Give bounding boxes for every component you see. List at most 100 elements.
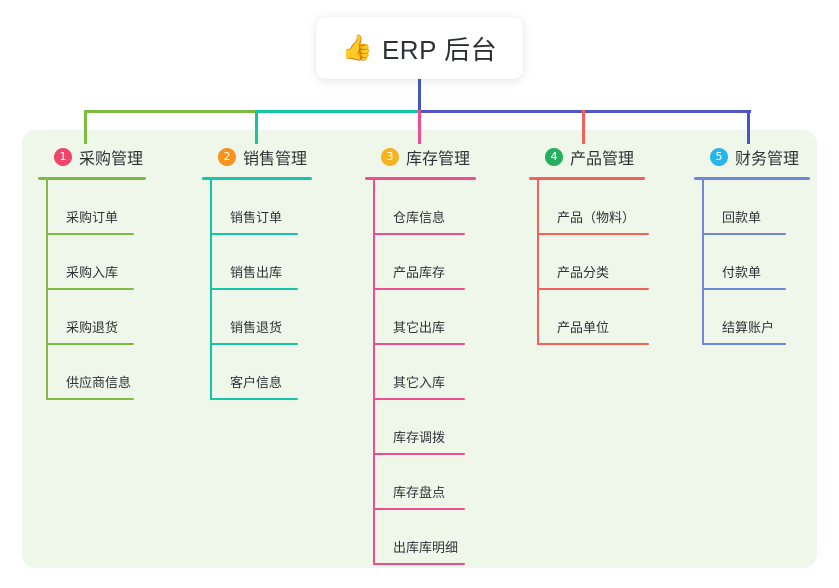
branch-spine <box>210 180 212 400</box>
branch-item[interactable]: 产品（物料） <box>529 180 659 235</box>
branch-item[interactable]: 产品单位 <box>529 290 659 345</box>
branch-badge-5: 5 <box>710 148 728 166</box>
branch-item-label: 产品库存 <box>393 265 446 280</box>
branch-item-rule <box>210 398 298 400</box>
branch-item-rule <box>210 343 298 345</box>
branch-item-label: 回款单 <box>722 210 762 225</box>
branch-header-rule <box>202 177 312 180</box>
branch-item-rule <box>46 288 134 290</box>
branch-item-label: 产品（物料） <box>557 210 636 225</box>
branch-header-2[interactable]: 2 销售管理 <box>202 144 322 170</box>
branch-item-label: 采购退货 <box>66 320 119 335</box>
branch-item-label: 销售退货 <box>230 320 283 335</box>
branch-item[interactable]: 库存盘点 <box>365 455 485 510</box>
branch-item-label: 供应商信息 <box>66 375 132 390</box>
branch-item[interactable]: 供应商信息 <box>38 345 158 400</box>
root-node-label: ERP 后台 <box>381 34 498 65</box>
connector-drop-3 <box>418 110 421 144</box>
branch-header-label: 财务管理 <box>735 151 800 168</box>
branch-item[interactable]: 产品分类 <box>529 235 659 290</box>
branch-item-label: 销售出库 <box>230 265 283 280</box>
connector-bar-segment-1 <box>84 110 258 113</box>
diagram-panel <box>22 130 817 568</box>
branch-item[interactable]: 客户信息 <box>202 345 322 400</box>
branch-spine <box>702 180 704 345</box>
thumbs-up-icon: 👍 <box>341 33 373 62</box>
branch-item[interactable]: 仓库信息 <box>365 180 485 235</box>
branch-item[interactable]: 采购入库 <box>38 235 158 290</box>
branch-item-label: 销售订单 <box>230 210 283 225</box>
branch-item-rule <box>373 398 465 400</box>
connector-drop-4 <box>582 110 585 144</box>
branch-item[interactable]: 产品库存 <box>365 235 485 290</box>
branch-item-rule <box>373 343 465 345</box>
branch-header-rule <box>694 177 810 180</box>
branch-item-list: 销售订单销售出库销售退货客户信息 <box>202 180 322 400</box>
branch-item[interactable]: 销售出库 <box>202 235 322 290</box>
branch-item-label: 库存盘点 <box>393 485 446 500</box>
branch-column-3: 3 库存管理仓库信息产品库存其它出库其它入库库存调拨库存盘点出库库明细 <box>365 144 485 565</box>
branch-item-label: 付款单 <box>722 265 762 280</box>
branch-column-2: 2 销售管理销售订单销售出库销售退货客户信息 <box>202 144 322 400</box>
branch-item-label: 结算账户 <box>722 320 775 335</box>
branch-header-label: 采购管理 <box>79 151 144 168</box>
branch-item[interactable]: 其它入库 <box>365 345 485 400</box>
branch-item-label: 库存调拨 <box>393 430 446 445</box>
branch-header-1[interactable]: 1 采购管理 <box>38 144 158 170</box>
branch-item[interactable]: 付款单 <box>694 235 814 290</box>
branch-item[interactable]: 库存调拨 <box>365 400 485 455</box>
branch-header-label: 产品管理 <box>570 151 635 168</box>
branch-column-5: 5 财务管理回款单付款单结算账户 <box>694 144 814 345</box>
branch-item-list: 仓库信息产品库存其它出库其它入库库存调拨库存盘点出库库明细 <box>365 180 485 565</box>
branch-item[interactable]: 销售订单 <box>202 180 322 235</box>
branch-item-rule <box>537 233 649 235</box>
branch-header-label: 库存管理 <box>406 151 471 168</box>
branch-spine <box>373 180 375 565</box>
branch-item-label: 仓库信息 <box>393 210 446 225</box>
branch-spine <box>46 180 48 400</box>
branch-item-list: 回款单付款单结算账户 <box>694 180 814 345</box>
branch-item-rule <box>373 453 465 455</box>
branch-item-label: 产品分类 <box>557 265 610 280</box>
branch-item[interactable]: 其它出库 <box>365 290 485 345</box>
branch-item[interactable]: 结算账户 <box>694 290 814 345</box>
branch-item-rule <box>46 398 134 400</box>
branch-item-rule <box>210 233 298 235</box>
branch-item-label: 采购订单 <box>66 210 119 225</box>
branch-badge-2: 2 <box>218 148 236 166</box>
branch-item[interactable]: 采购退货 <box>38 290 158 345</box>
branch-header-label: 销售管理 <box>243 151 308 168</box>
branch-header-3[interactable]: 3 库存管理 <box>365 144 485 170</box>
branch-item[interactable]: 采购订单 <box>38 180 158 235</box>
branch-item[interactable]: 回款单 <box>694 180 814 235</box>
connector-drop-2 <box>255 110 258 144</box>
branch-item-label: 出库库明细 <box>393 540 459 555</box>
branch-badge-3: 3 <box>381 148 399 166</box>
branch-item-rule <box>46 343 134 345</box>
branch-item-list: 产品（物料） 产品分类产品单位 <box>529 180 659 345</box>
branch-badge-1: 1 <box>54 148 72 166</box>
branch-item[interactable]: 销售退货 <box>202 290 322 345</box>
branch-spine <box>537 180 539 345</box>
branch-item-rule <box>702 343 786 345</box>
branch-item-rule <box>373 233 465 235</box>
branch-item-rule <box>210 288 298 290</box>
branch-item-rule <box>373 563 465 565</box>
branch-item-label: 客户信息 <box>230 375 283 390</box>
branch-item-rule <box>702 288 786 290</box>
branch-item-list: 采购订单采购入库采购退货供应商信息 <box>38 180 158 400</box>
branch-item-rule <box>537 288 649 290</box>
root-node[interactable]: 👍 ERP 后台 <box>316 17 523 79</box>
branch-item-label: 其它出库 <box>393 320 446 335</box>
connector-bar-segment-2 <box>255 110 421 113</box>
branch-item[interactable]: 出库库明细 <box>365 510 485 565</box>
branch-item-label: 产品单位 <box>557 320 610 335</box>
branch-header-rule <box>529 177 645 180</box>
branch-header-5[interactable]: 5 财务管理 <box>694 144 814 170</box>
branch-item-label: 其它入库 <box>393 375 446 390</box>
connector-root-stem <box>418 79 421 113</box>
branch-item-label: 采购入库 <box>66 265 119 280</box>
